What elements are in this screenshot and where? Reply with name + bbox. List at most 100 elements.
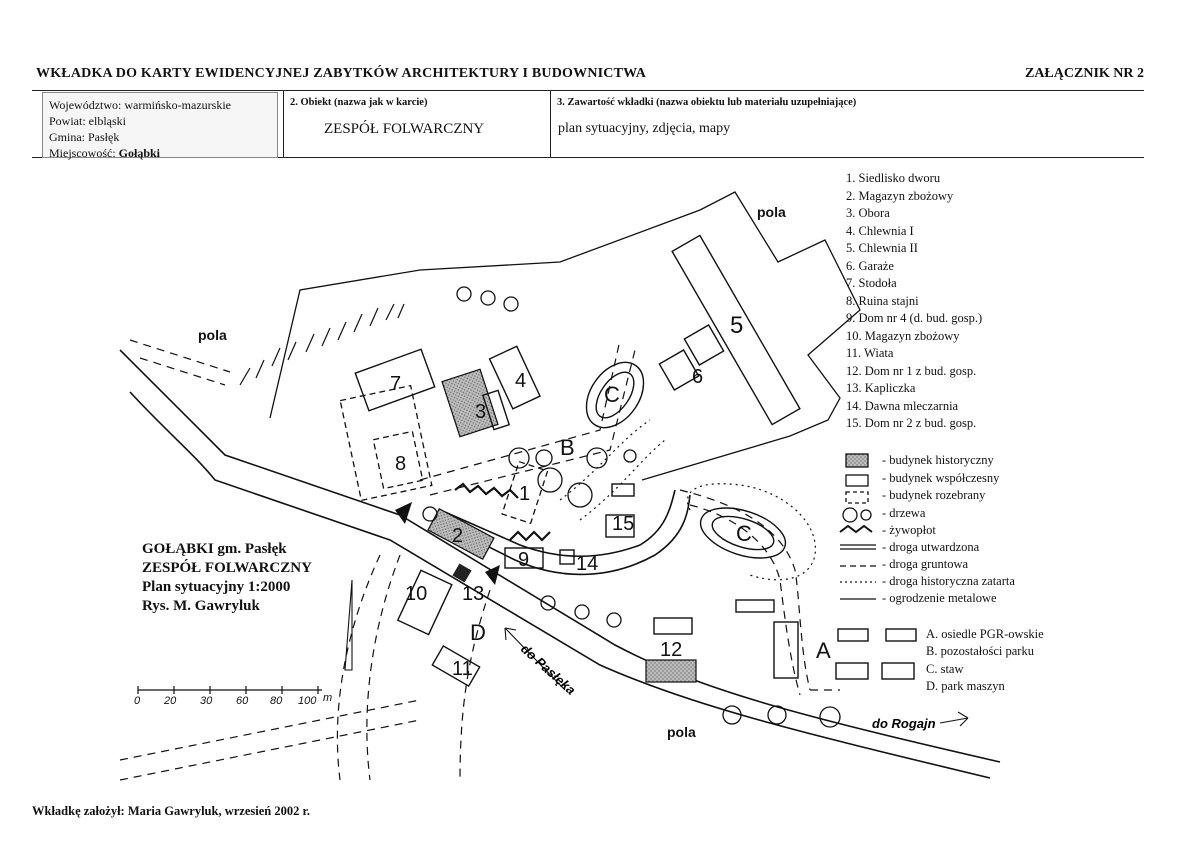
demolished-buildings [339,384,549,525]
legend-item: 10. Magazyn zbożowy [846,328,960,343]
legend-item: 11. Wiata [846,346,894,360]
legend-demolished-building: - budynek rozebrany [882,488,986,502]
label-building-14: 14 [576,553,598,575]
ponds [585,361,787,559]
building-12 [645,659,697,683]
label-building-6: 6 [692,366,703,388]
object-value: ZESPÓŁ FOLWARCZNY [324,121,485,137]
scale-tick-4: 80 [270,695,283,707]
label-area-a: A [816,638,831,663]
county-value: elbląski [88,114,126,128]
trees [422,286,841,728]
legend-trees: - drzewa [882,506,926,520]
legend-metal-fence: - ogrodzenie metalowe [882,591,997,605]
table-divider-1 [283,90,284,157]
legend-item: 8. Ruina stajni [846,293,919,308]
arrow-to-rogajn-head [957,711,969,727]
legend-area-b: B. pozostałości parku [926,644,1034,658]
map-title-block: GOŁĄBKI gm. Pasłęk ZESPÓŁ FOLWARCZNY Pla… [142,540,312,616]
legend-item: 15. Dom nr 2 z bud. gosp. [846,416,977,430]
label-building-4: 4 [515,370,526,392]
legend-symbols [839,453,876,600]
voivodeship-row: Województwo: warmińsko-mazurskie [49,98,231,112]
paved-road-b [129,391,991,779]
footer-author: Wkładkę założył: Maria Gawryluk, wrzesie… [32,804,310,818]
scale-tick-5: 100 [298,695,317,707]
label-area-b: B [560,435,575,460]
scale-ticks: 0 20 30 60 80 100 m [134,692,332,707]
attachment-number: ZAŁĄCZNIK NR 2 [1024,66,1144,81]
legend-item: 3. Obora [846,206,890,220]
legend-item: 1. Siedlisko dworu [846,171,941,185]
legend-historic-building: - budynek historyczny [882,453,994,467]
paved-road-branch-b [444,494,691,576]
legend-paved-road: - droga utwardzona [882,540,980,554]
paved-road-a [119,349,1001,763]
commune-value: Pasłęk [88,130,120,144]
table-divider-2 [550,90,551,157]
legend-item: 5. Chlewnia II [846,241,918,255]
legend-item: 7. Stodoła [846,276,897,290]
map-title-line4: Rys. M. Gawryluk [142,598,260,614]
legend-item: 14. Dawna mleczarnia [846,398,959,413]
scale-tick-0: 0 [134,695,141,707]
label-building-15: 15 [612,513,634,535]
label-building-10: 10 [405,583,427,605]
label-area-c2: C [736,521,752,546]
building-13 [452,563,472,583]
building-3 [441,368,499,438]
legend-area-c: C. staw [926,662,964,676]
area-letters: A B C C D [470,382,831,663]
legend-item: 13. Kapliczka [846,381,916,395]
map-title-line2: ZESPÓŁ FOLWARCZNY [142,560,312,576]
label-to-rogajn: do Rogajn [872,716,936,731]
contents-value: plan sytuacyjny, zdjęcia, mapy [558,121,731,136]
legend-item: 2. Magazyn zbożowy [846,188,954,203]
legend-modern-building: - budynek współczesny [882,471,1000,485]
scale-bar [137,686,322,694]
label-building-2: 2 [452,525,463,547]
label-pola-left: pola [198,327,227,343]
arrow-to-rogajn [939,717,969,724]
legend-area-a: A. osiedle PGR-owskie [926,627,1044,641]
legend-item: 4. Chlewnia I [846,223,914,238]
object-heading: 2. Obiekt (nazwa jak w karcie) [290,97,428,108]
metal-fence [269,191,861,481]
label-to-paslek: do Pasłęka [518,641,579,698]
commune-row: Gmina: Pasłęk [49,130,120,144]
contents-heading: 3. Zawartość wkładki (nazwa obiektu lub … [557,97,857,108]
label-building-11: 11 [452,658,473,680]
label-building-8: 8 [395,453,406,475]
label-area-c1: C [604,382,620,407]
legend-item: 12. Dom nr 1 z bud. gosp. [846,363,977,378]
north-arrow [344,579,353,671]
legend-hedge: - żywopłot [882,523,936,537]
building-legend: 1. Siedlisko dworu 2. Magazyn zbożowy 3.… [846,170,982,433]
label-building-13: 13 [462,583,484,605]
legend-area-d: D. park maszyn [926,679,1005,693]
scale-unit: m [323,692,332,704]
historic-roads [559,419,816,581]
label-pola-bottom: pola [667,724,696,740]
county-row: Powiat: elbląski [49,114,126,128]
hedge-left [239,303,405,386]
map-title-line3: Plan sytuacyjny 1:2000 [142,579,291,595]
label-building-7: 7 [390,373,401,395]
table-bottom-line [32,157,1144,158]
locality-row: Miejscowość: Gołąbki [49,146,161,160]
voivodeship-value: warmińsko-mazurskie [124,98,231,112]
dirt-roads [119,339,840,781]
label-area-d: D [470,620,486,645]
label-building-1: 1 [519,483,530,505]
arrow-to-paslek-head [504,627,517,641]
entry-arrow-1 [395,502,412,524]
legend-historic-road: - droga historyczna zatarta [882,574,1015,588]
label-building-3: 3 [475,401,486,423]
legend-item: 6. Garaże [846,258,894,273]
modern-buildings [354,234,917,687]
map-title-line1: GOŁĄBKI gm. Pasłęk [142,541,287,557]
hedge-zigzag [454,482,519,499]
hedge-zigzag-2 [509,530,551,542]
building-numbers: 1 2 3 4 5 6 7 8 9 10 11 12 13 14 15 [390,312,743,680]
